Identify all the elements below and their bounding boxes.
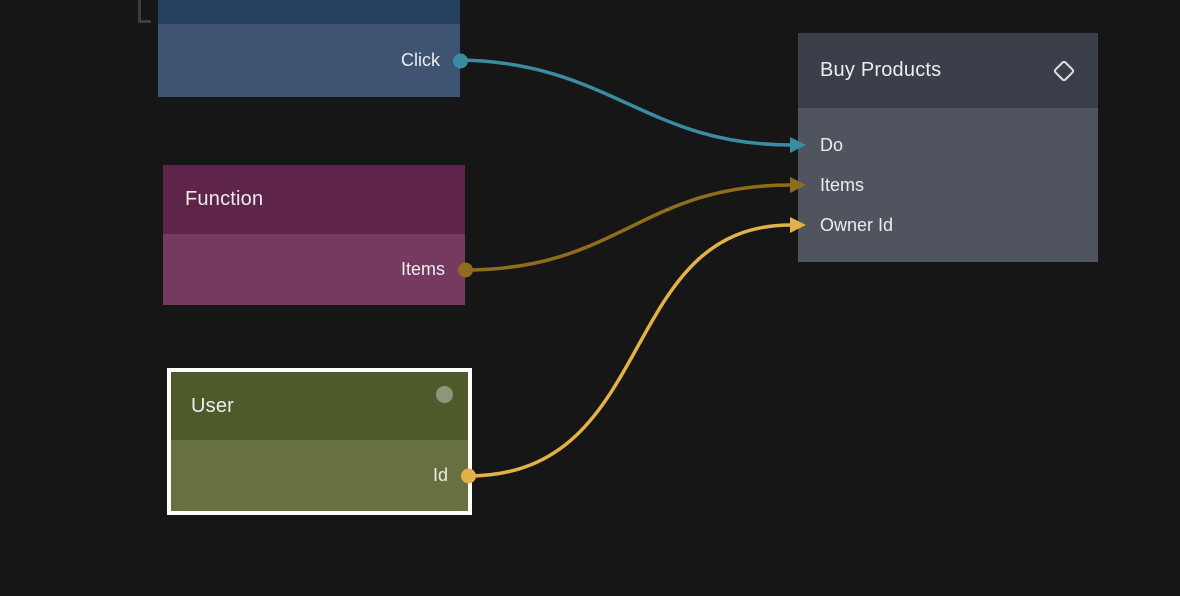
node-body: Do Items Owner Id [798,108,1098,262]
connection-items-to-items[interactable] [463,183,792,272]
node-header: User [171,372,468,440]
node-title: User [191,394,235,417]
node-header: Function [163,165,465,234]
input-port-owner-id[interactable]: Owner Id [798,205,1098,245]
node-trigger[interactable]: Click [158,0,468,97]
output-port-items[interactable]: Items [163,234,473,305]
port-label: Owner Id [820,214,894,235]
node-body: Click [158,24,468,97]
node-header: Buy Products [798,33,1098,108]
node-body: Id [171,440,476,511]
connection-id-to-owner-id[interactable] [467,223,792,478]
port-label: Items [400,259,445,279]
diamond-icon [1052,59,1076,82]
output-port-dot-click[interactable] [453,53,468,68]
output-port-dot-id[interactable] [461,468,476,483]
connection-click-to-do[interactable] [458,58,792,147]
output-port-dot-items[interactable] [458,262,473,277]
status-dot-icon [436,386,453,403]
node-buy-products[interactable]: Buy Products Do Items Owner Id [798,33,1098,262]
node-title: Buy Products [820,59,942,81]
node-function[interactable]: Function Items [163,165,473,305]
node-header [158,0,460,24]
port-label: Items [820,174,865,195]
node-user[interactable]: User Id [167,368,476,515]
input-port-do[interactable]: Do [798,125,1098,165]
selection-corner-marker [138,0,151,23]
port-label: Click [401,50,440,70]
output-port-id[interactable]: Id [171,440,476,511]
node-title: Function [185,188,264,210]
node-body: Items [163,234,473,305]
input-port-items[interactable]: Items [798,165,1098,205]
port-label: Do [820,134,844,155]
output-port-click[interactable]: Click [158,24,468,97]
port-label: Id [432,465,448,485]
